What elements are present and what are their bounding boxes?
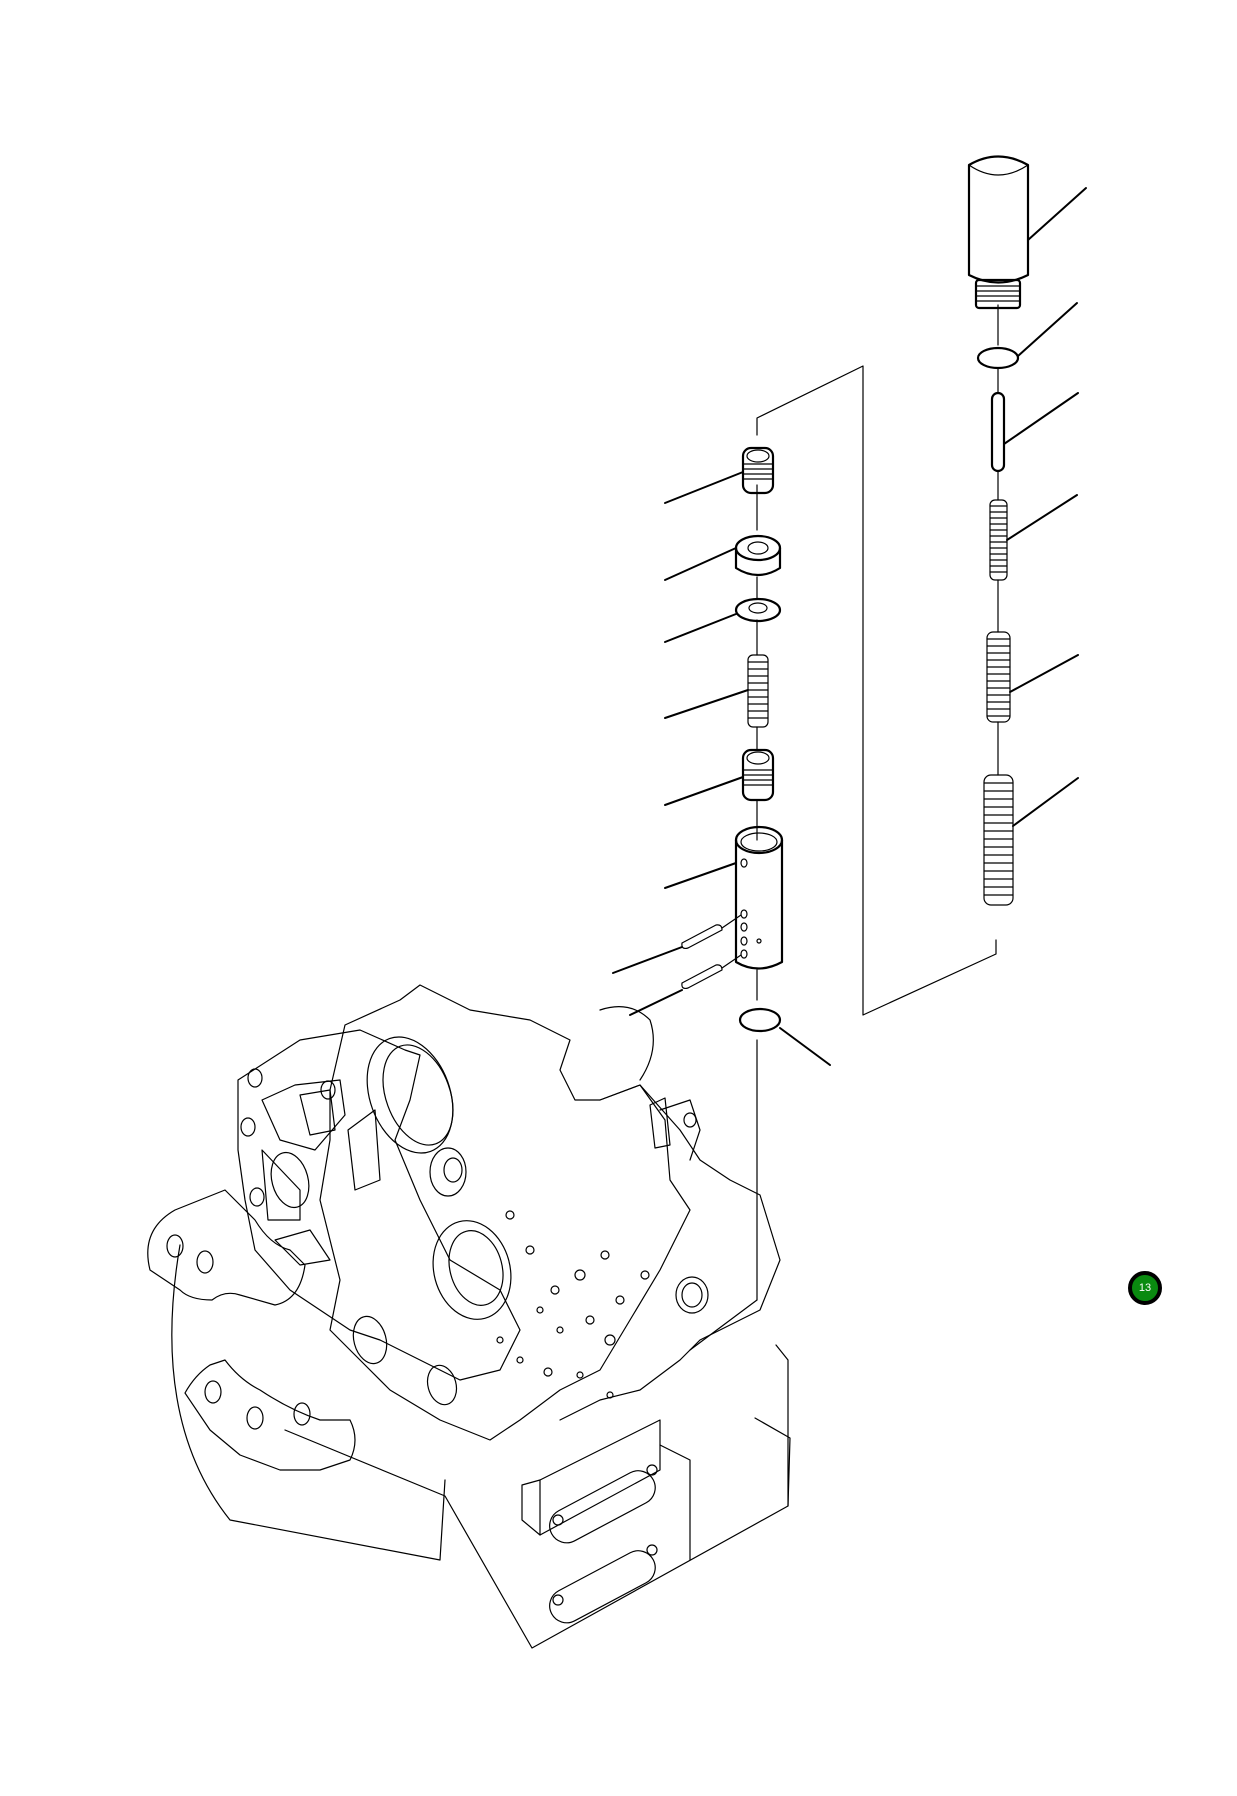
spacer-part <box>734 534 782 577</box>
o-ring-part <box>976 346 1020 370</box>
leader-threaded-plug <box>664 471 744 504</box>
threaded-plug-part <box>741 446 775 495</box>
leader-small-spring <box>1006 494 1078 541</box>
leader-bottom-o-ring <box>779 1027 831 1066</box>
leader-roll-pin-upper <box>612 946 683 974</box>
roll-pin-lower-part <box>681 954 742 990</box>
small-spring-part <box>989 499 1008 581</box>
cap-part <box>967 155 1030 310</box>
leader-spacer <box>664 547 737 581</box>
spring-part <box>747 654 769 728</box>
leader-medium-spring <box>1009 654 1079 693</box>
bottom-o-ring-part <box>738 1007 782 1033</box>
medium-spring-part <box>986 631 1011 723</box>
roll-pin-upper-part <box>681 914 742 950</box>
sleeve-part <box>734 825 784 970</box>
leader-cap <box>1027 187 1087 241</box>
leader-washer <box>664 613 737 643</box>
leader-pin <box>1003 392 1079 445</box>
threaded-insert-part <box>741 748 775 802</box>
page-number-badge[interactable]: 13 <box>1128 1271 1162 1305</box>
leader-spring <box>664 689 749 719</box>
gear-housing <box>147 984 791 1649</box>
leader-sleeve <box>664 862 737 889</box>
leader-threaded-insert <box>664 776 744 806</box>
large-spring-part <box>983 774 1014 906</box>
leader-o-ring <box>1017 302 1078 357</box>
assembly-axis-lines <box>689 304 999 1351</box>
leader-large-spring <box>1012 777 1079 827</box>
washer-part <box>734 597 782 623</box>
pin-part <box>990 391 1006 473</box>
